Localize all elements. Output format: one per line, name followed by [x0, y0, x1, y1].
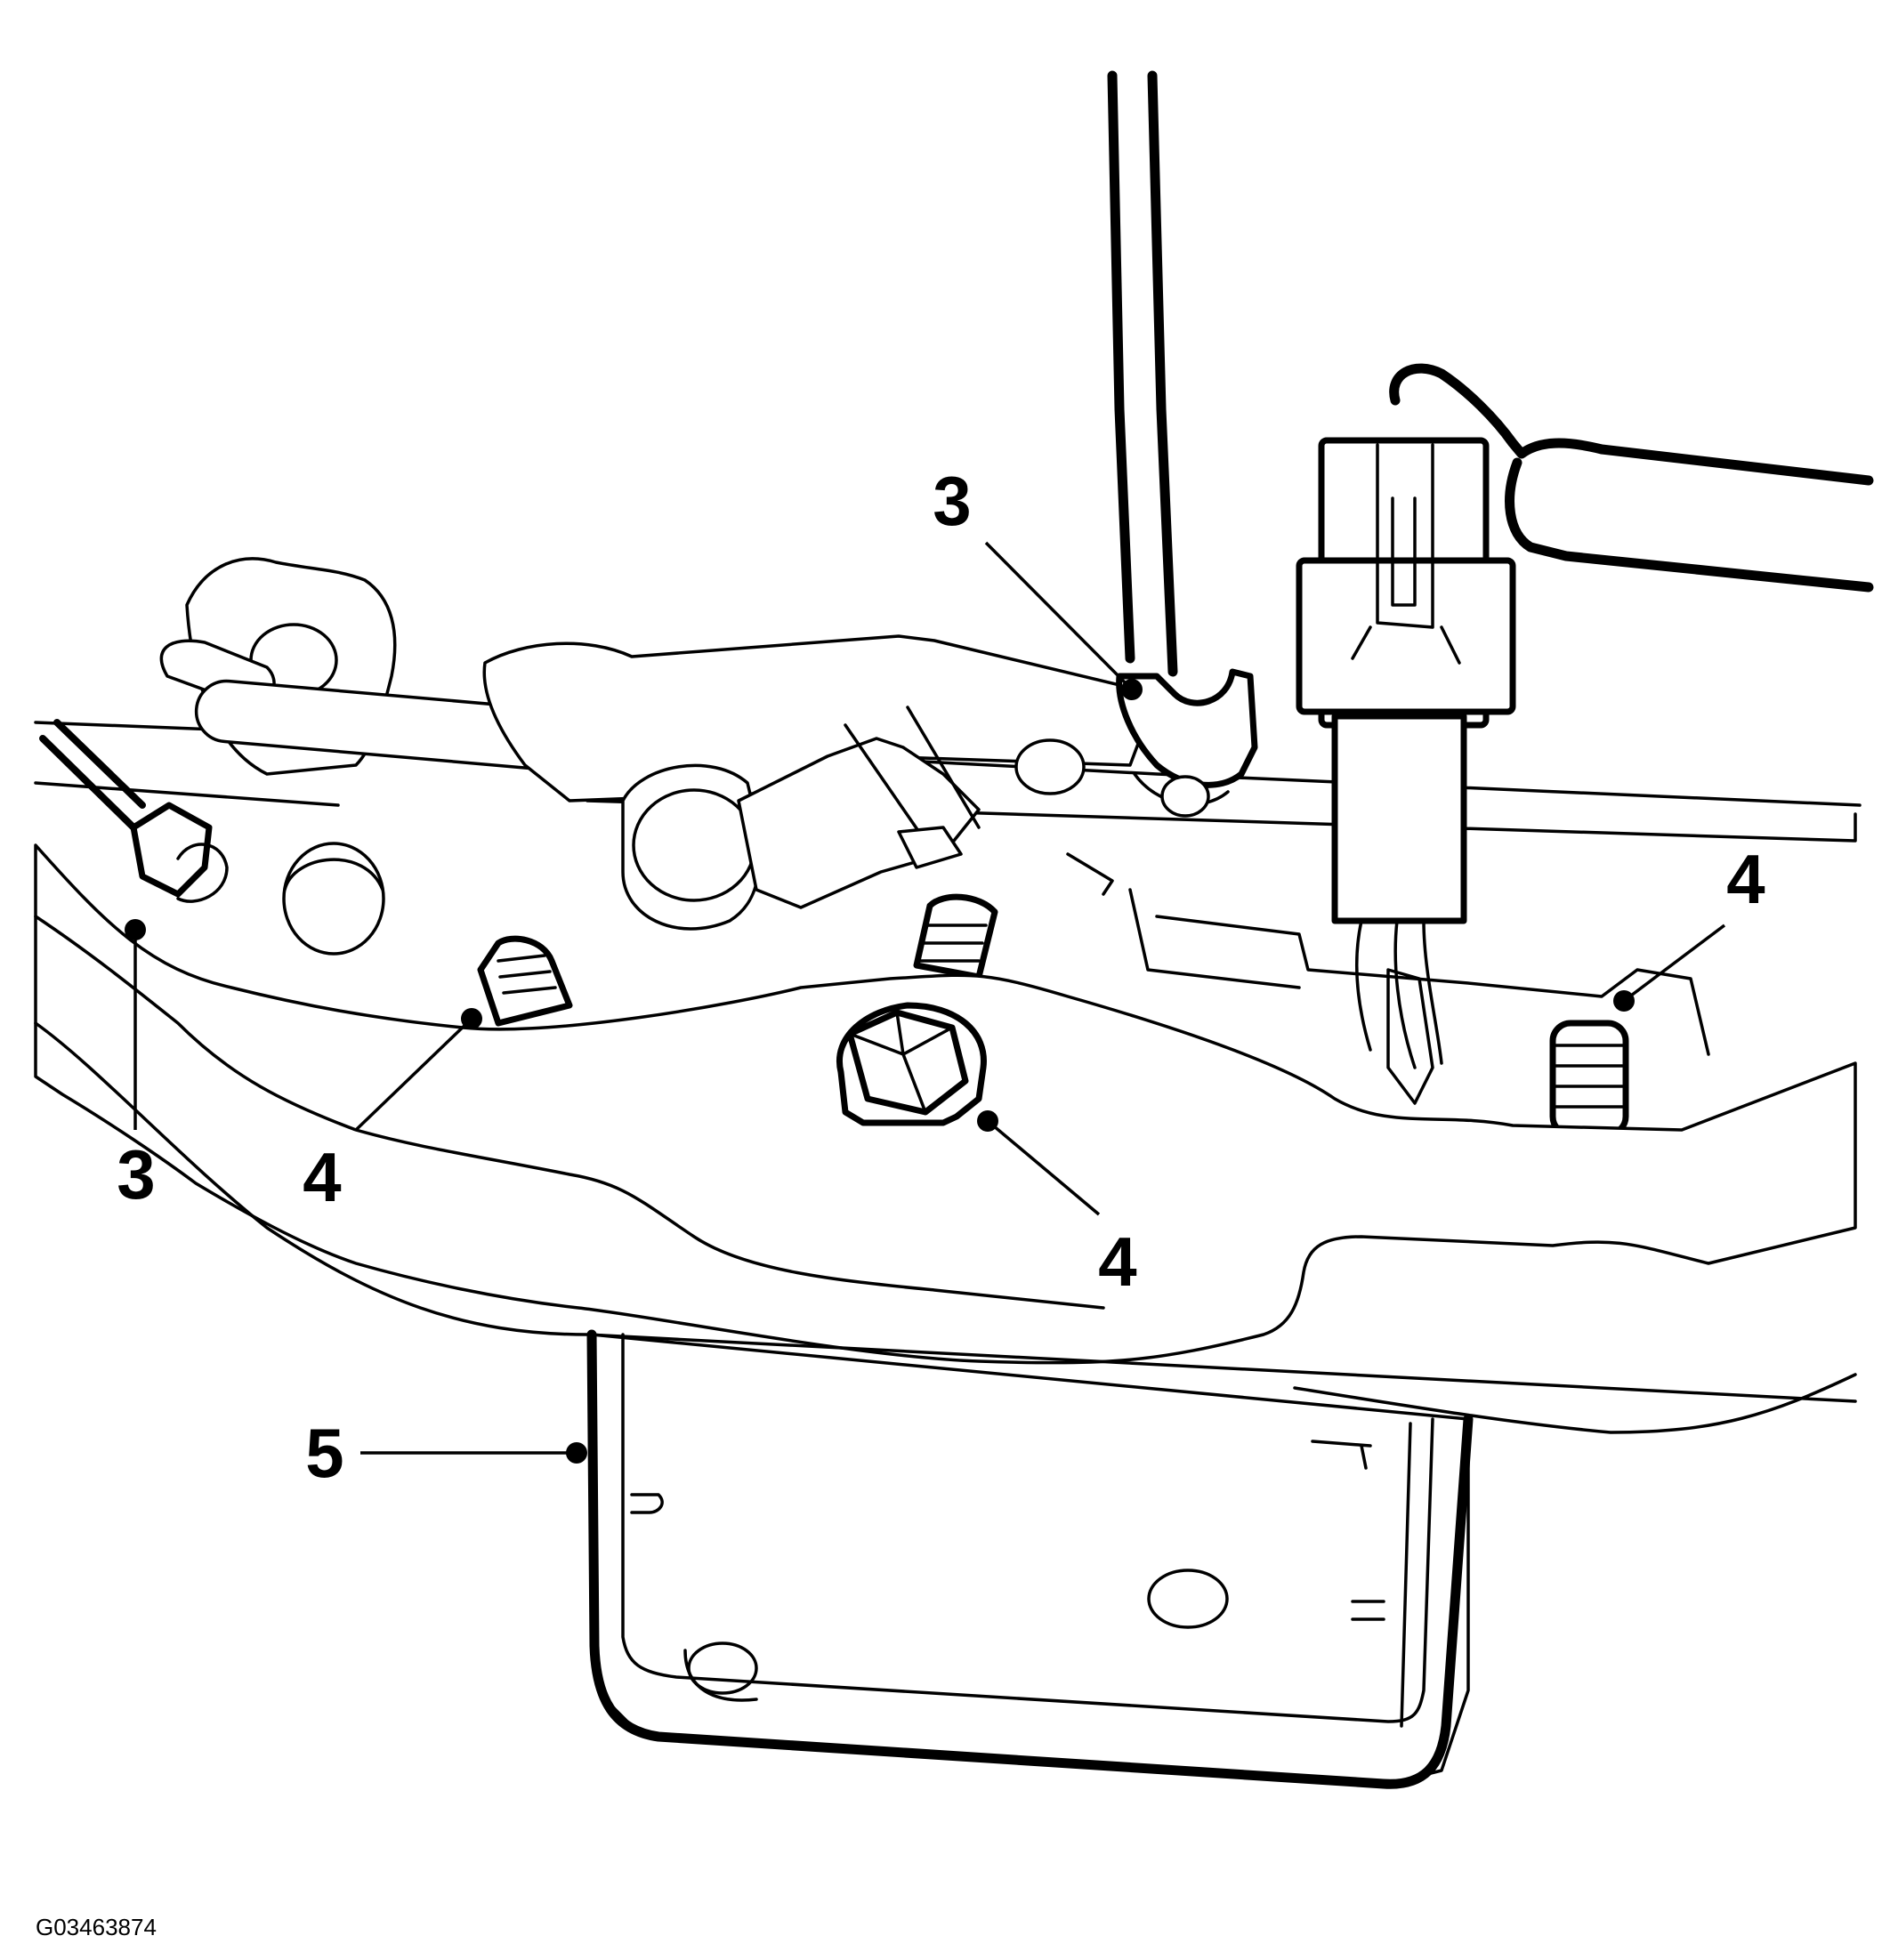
- callout-3-rod-clip: 3: [933, 462, 971, 540]
- callout-4-right-stud: 4: [1726, 840, 1765, 918]
- callout-5-module: 5: [305, 1414, 343, 1492]
- callout-4-left-stud: 4: [303, 1138, 341, 1216]
- hex-bolt: [836, 1002, 987, 1126]
- stud-right: [1549, 1020, 1629, 1138]
- shift-rod: [1107, 70, 1258, 818]
- callout-leaders: [125, 541, 1726, 1464]
- shift-lever-mechanism: [159, 557, 1159, 956]
- stud-left: [477, 935, 573, 1027]
- left-wire-bracket: [39, 719, 229, 903]
- figure-id: G03463874: [36, 1914, 157, 1940]
- callout-3-left-bracket: 3: [117, 1135, 155, 1214]
- stud-center: [913, 893, 998, 980]
- control-module: [586, 1329, 1474, 1789]
- harness-connector: [1296, 363, 1874, 1105]
- callout-4-center-bolt: 4: [1098, 1222, 1136, 1301]
